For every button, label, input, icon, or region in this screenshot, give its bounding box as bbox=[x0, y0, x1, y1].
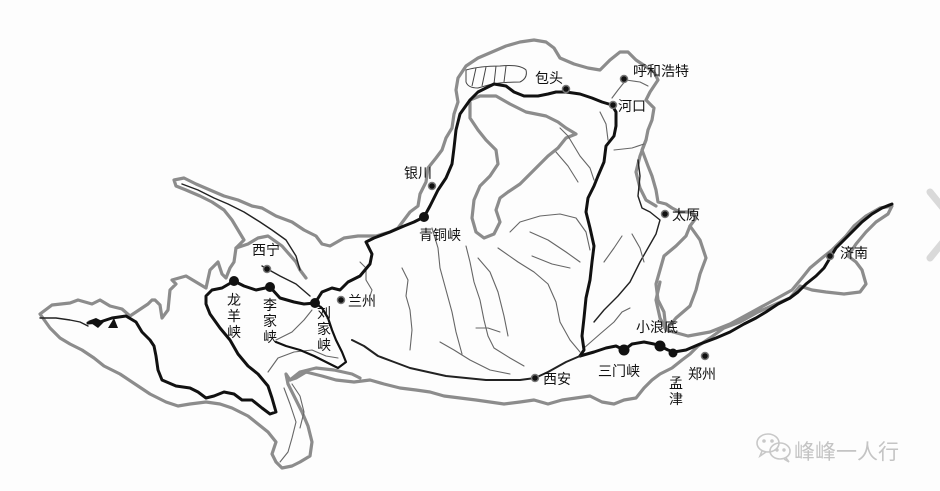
label-qingtongxia: 青铜峡 bbox=[419, 228, 461, 244]
city-hekou-marker bbox=[608, 100, 618, 110]
source-lakes bbox=[88, 318, 118, 328]
label-lijiaxia-1: 李 bbox=[263, 298, 277, 314]
dams bbox=[229, 212, 678, 358]
label-liujiaxia-3: 峡 bbox=[317, 338, 331, 354]
label-xian: 西安 bbox=[543, 372, 571, 388]
city-xining-marker bbox=[262, 264, 272, 274]
city-baotou-marker bbox=[561, 84, 571, 94]
label-xiaolangdi: 小浪底 bbox=[636, 320, 678, 336]
wechat-icon bbox=[756, 433, 791, 463]
city-huhehaote-marker bbox=[619, 74, 629, 84]
city-xian-marker bbox=[530, 373, 540, 383]
dam-lijiaxia bbox=[265, 282, 275, 292]
label-mengjin-1: 孟 bbox=[669, 376, 683, 392]
basin-boundary bbox=[38, 38, 894, 470]
city-lanzhou-marker bbox=[336, 295, 346, 305]
label-jinan: 济南 bbox=[840, 246, 868, 262]
label-lanzhou: 兰州 bbox=[348, 294, 376, 310]
desert-hatch bbox=[465, 65, 527, 89]
label-longyangxia-3: 峡 bbox=[227, 325, 241, 341]
label-hekou: 河口 bbox=[618, 99, 646, 115]
city-zhengzhou-marker bbox=[700, 351, 710, 361]
watermark-text: 峰峰一人行 bbox=[794, 440, 899, 464]
dam-longyangxia bbox=[229, 276, 239, 286]
dam-sanmenxia bbox=[618, 344, 630, 356]
label-huhehaote: 呼和浩特 bbox=[633, 64, 689, 80]
dam-mengjin bbox=[668, 348, 678, 358]
watermark: 峰峰一人行 bbox=[756, 433, 899, 464]
label-baotou: 包头 bbox=[535, 71, 563, 87]
yellow-river-main bbox=[86, 82, 894, 416]
city-jinan-marker bbox=[825, 251, 835, 261]
label-liujiaxia-1: 刘 bbox=[317, 306, 331, 322]
label-yinchuan: 银川 bbox=[404, 166, 432, 182]
label-zhengzhou: 郑州 bbox=[688, 367, 716, 383]
label-xining: 西宁 bbox=[252, 242, 280, 259]
cities bbox=[262, 74, 835, 383]
label-taiyuan: 太原 bbox=[672, 208, 700, 224]
label-longyangxia-2: 羊 bbox=[227, 309, 241, 325]
label-lijiaxia-3: 峡 bbox=[263, 330, 277, 346]
dam-qingtongxia bbox=[419, 212, 429, 222]
chevron-right-icon[interactable] bbox=[926, 188, 940, 262]
labels: 银川 包头 呼和浩特 河口 太原 西宁 兰州 西安 郑州 济南 青铜峡 三门峡 … bbox=[227, 64, 868, 408]
label-mengjin-2: 津 bbox=[669, 392, 683, 408]
dam-liujiaxia bbox=[310, 298, 320, 308]
label-lijiaxia-2: 家 bbox=[263, 313, 277, 330]
dam-xiaolangdi bbox=[654, 340, 666, 352]
label-liujiaxia-2: 家 bbox=[317, 321, 331, 338]
label-sanmenxia: 三门峡 bbox=[598, 364, 640, 380]
city-taiyuan-marker bbox=[660, 209, 670, 219]
label-longyangxia-1: 龙 bbox=[227, 293, 241, 309]
city-yinchuan-marker bbox=[427, 181, 437, 191]
